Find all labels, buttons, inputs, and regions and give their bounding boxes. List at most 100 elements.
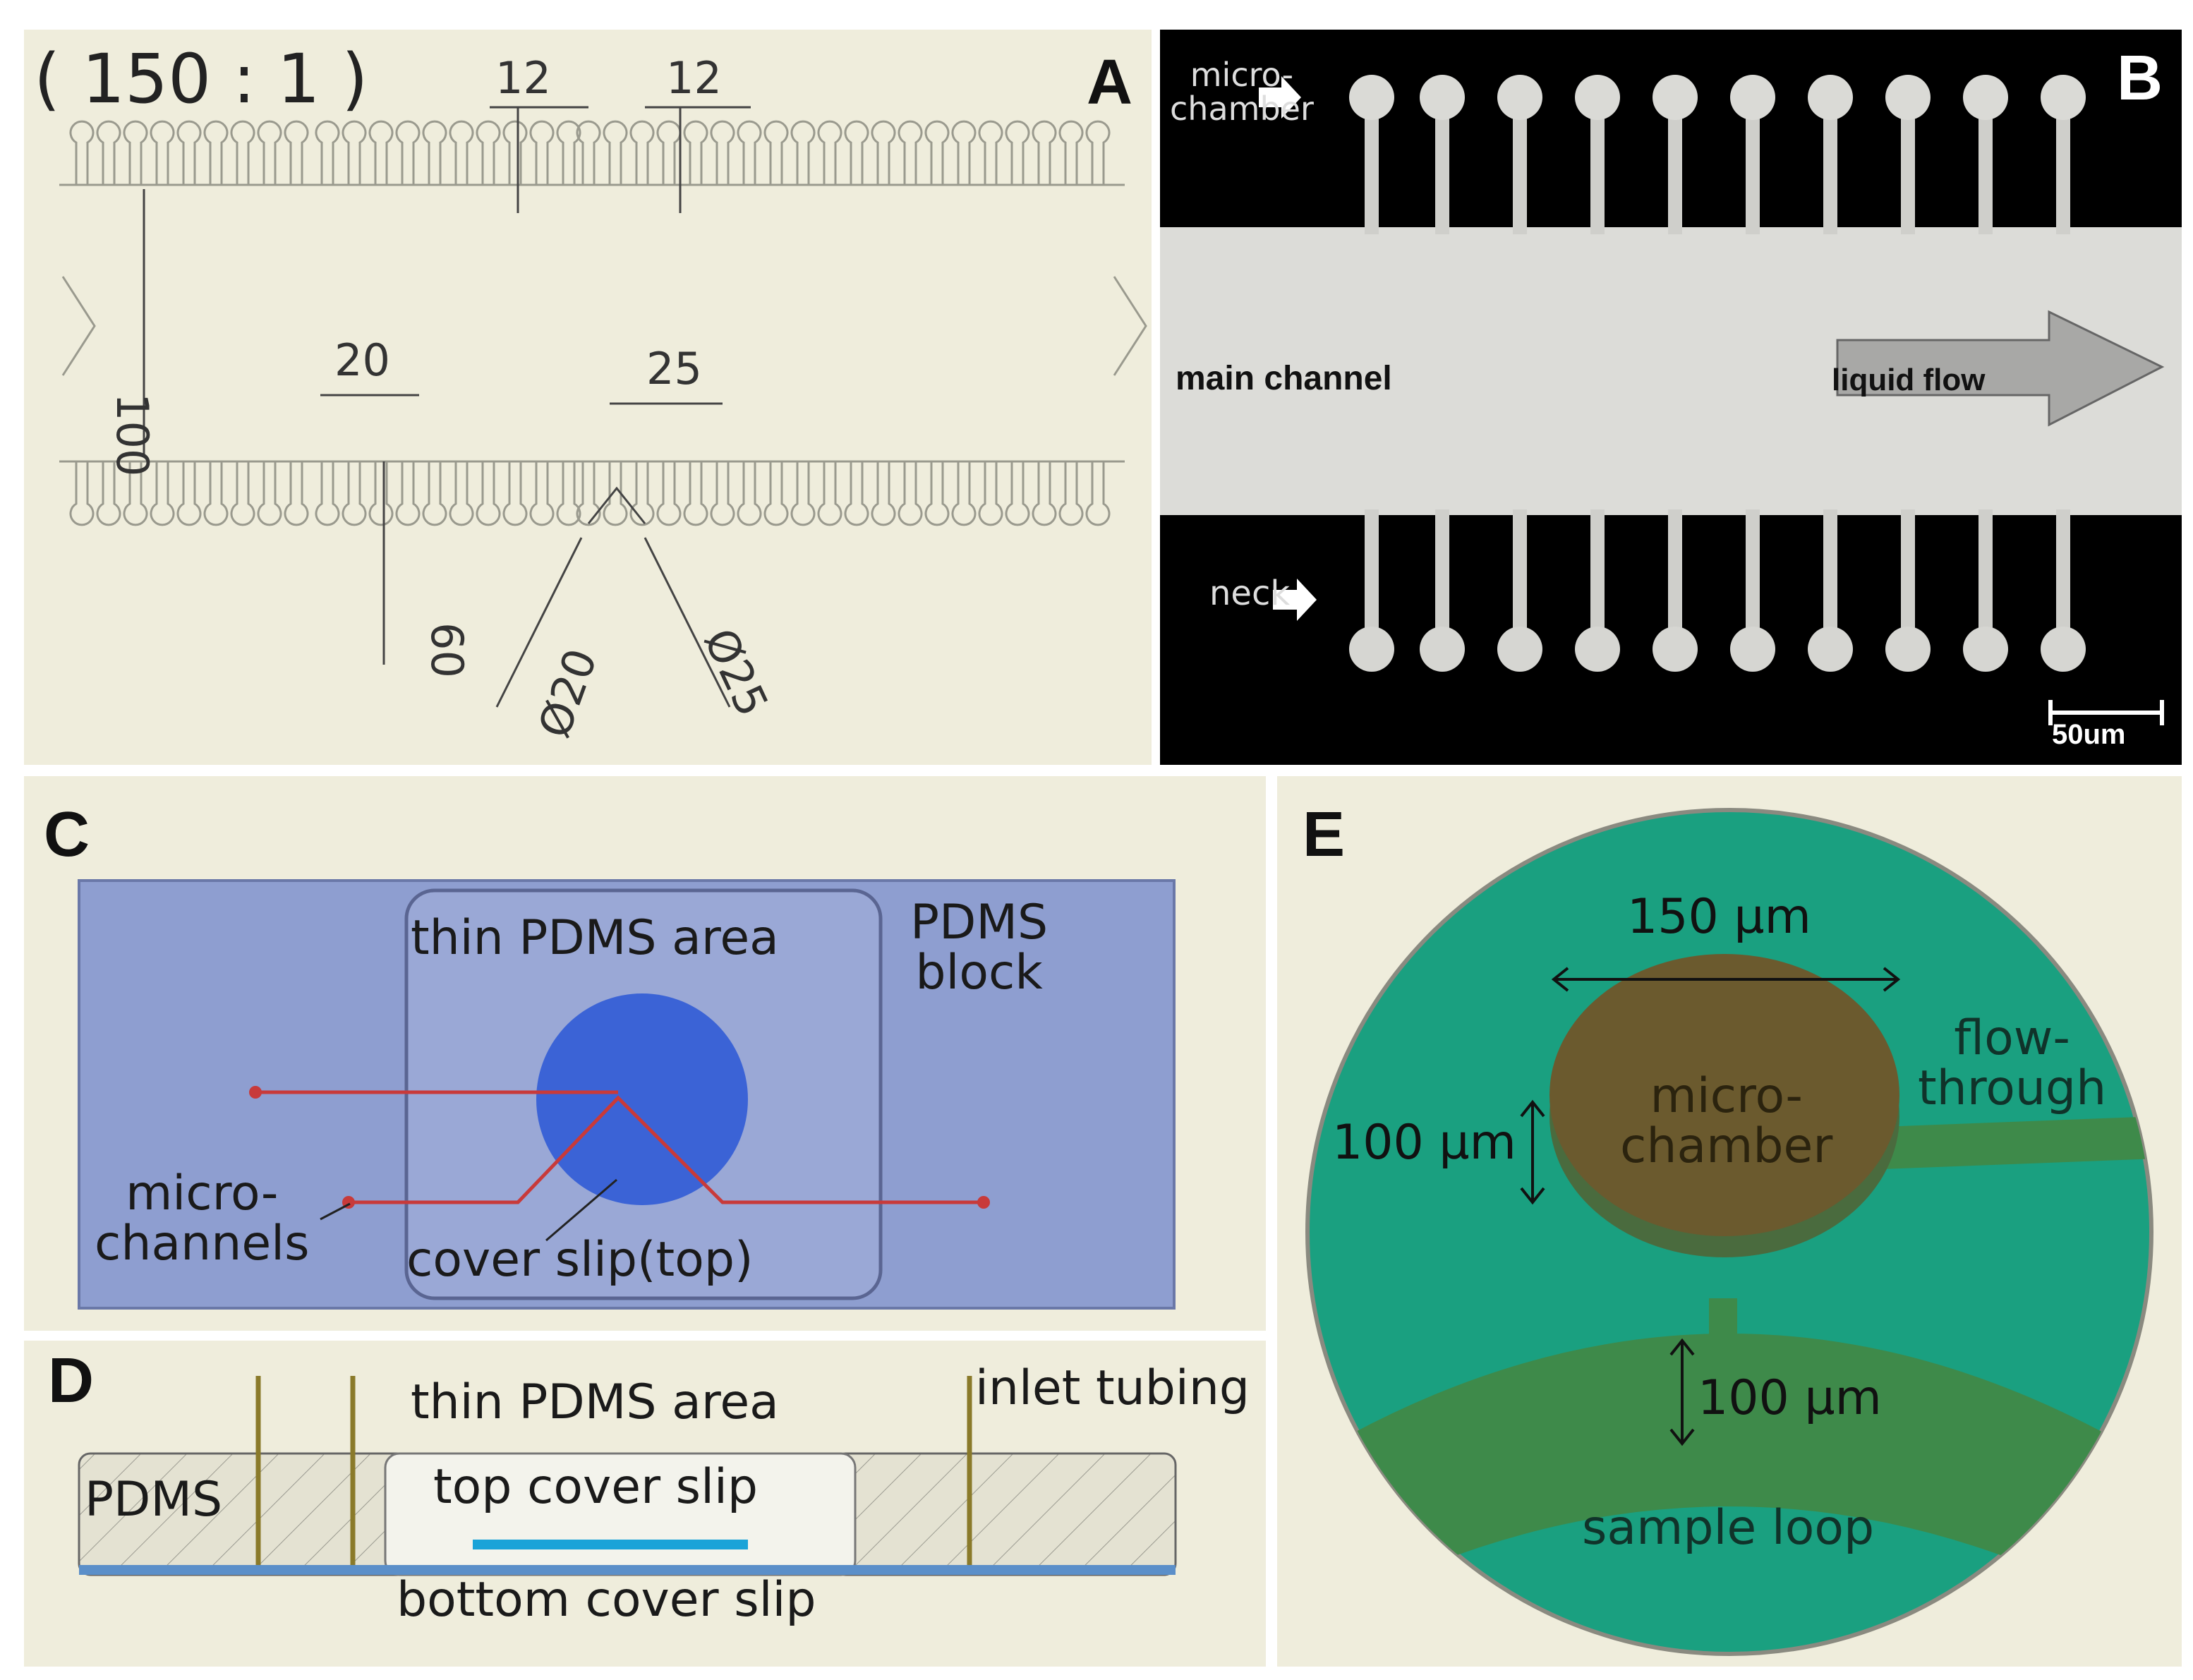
microchamber-bottom xyxy=(2041,627,2086,672)
panel-b-label: B xyxy=(2117,43,2163,114)
device-cross-section xyxy=(78,1376,1177,1576)
thin-pdms-area-label: thin PDMS area xyxy=(411,910,779,966)
pdms-right xyxy=(833,1452,1177,1576)
arrow-150-right xyxy=(1883,967,1901,992)
connecting-neck xyxy=(1709,1298,1737,1390)
panel-c-label: C xyxy=(44,799,90,870)
dim-neck-top-2: 12 xyxy=(666,52,722,104)
height-dimension-label: 100 µm xyxy=(1332,1115,1516,1171)
channel-walls xyxy=(59,183,1125,463)
panel-e-label: E xyxy=(1303,799,1346,870)
pdms-label: PDMS xyxy=(85,1472,223,1528)
neck-bottom xyxy=(1746,509,1760,636)
top-cover-slip-label: top cover slip xyxy=(433,1459,759,1515)
microchamber-top xyxy=(1497,75,1542,120)
microchamber-bottom xyxy=(1349,627,1394,672)
dim-channel-height: 100 xyxy=(107,393,158,477)
dim-neck-width-25: 25 xyxy=(646,343,702,394)
dim-neck-width-20: 20 xyxy=(334,334,390,386)
neck-bottom xyxy=(1978,509,1993,636)
neck-pointer-arrow xyxy=(1273,579,1317,621)
arrow-loop-top xyxy=(1669,1338,1695,1356)
arrow-loop-bottom xyxy=(1669,1428,1695,1446)
pdms-block-label: PDMS block xyxy=(910,895,1049,1001)
top-cover-slip xyxy=(473,1540,748,1549)
leader-apex xyxy=(587,486,646,524)
panel-a-label: A xyxy=(1087,47,1132,118)
microchamber-top xyxy=(2041,75,2086,120)
liquid-flow-label: liquid flow xyxy=(1832,363,1986,397)
microchamber-3d-view xyxy=(1305,808,2153,1656)
arrow-100-bottom xyxy=(1520,1187,1545,1205)
panel-d-label: D xyxy=(48,1346,94,1416)
device-top-view xyxy=(78,879,1176,1310)
neck-top xyxy=(1513,114,1527,234)
microchamber-top xyxy=(1653,75,1698,120)
cover-slip-leader xyxy=(545,1178,617,1242)
panel-c: C thin PDMS area PDMS block micro- chann… xyxy=(24,776,1266,1331)
leader-20 xyxy=(495,537,583,708)
neck-bottom xyxy=(1668,509,1682,636)
port-3 xyxy=(977,1196,990,1209)
panel-a: ( 150 : 1 ) A 12 12 20 25 100 60 Ø20 Ø25 xyxy=(24,30,1152,765)
microchannels-leader xyxy=(320,1202,351,1221)
microchamber-bottom xyxy=(1808,627,1853,672)
micrograph xyxy=(1160,75,2182,725)
arrow-100-top xyxy=(1520,1099,1545,1118)
liquid-flow-arrow xyxy=(1836,310,2165,427)
panel-b: B micro- chamber main channel liquid flo… xyxy=(1160,30,2182,765)
microchamber-bottom xyxy=(1497,627,1542,672)
clipped-content xyxy=(1307,1115,2151,1654)
neck-bottom xyxy=(1590,509,1605,636)
microchamber-bottom xyxy=(1885,627,1931,672)
neck-bottom xyxy=(1901,509,1915,636)
port-1 xyxy=(249,1086,262,1099)
flow-through-label: flow- through xyxy=(1918,1010,2107,1117)
sample-loop xyxy=(1307,1334,2151,1654)
bottom-chamber-array xyxy=(69,460,581,526)
cover-slip-top xyxy=(536,993,748,1205)
microchamber-top xyxy=(1963,75,2008,120)
neck-top xyxy=(1590,114,1605,234)
microchannels-label: micro- channels xyxy=(95,1166,310,1272)
sample-loop-label: sample loop xyxy=(1582,1500,1875,1556)
break-line-left xyxy=(61,276,96,376)
microchamber-bottom xyxy=(1420,627,1465,672)
neck-bottom xyxy=(1513,509,1527,636)
dim-neck-top-1: 12 xyxy=(495,52,551,104)
neck-top xyxy=(1365,114,1379,234)
neck-bottom xyxy=(1435,509,1449,636)
microchamber-bottom xyxy=(1963,627,2008,672)
flow-through-channel xyxy=(1828,1115,2151,1171)
panel-e: E 150 µm 100 µm micro- chamber flow- thr… xyxy=(1277,776,2182,1667)
neck-top xyxy=(2056,114,2070,234)
top-chamber-array xyxy=(69,120,581,186)
arrow-150-left xyxy=(1551,967,1569,992)
microchamber-pointer-arrow xyxy=(1259,76,1301,119)
microchamber-top xyxy=(1730,75,1775,120)
neck-top xyxy=(1746,114,1760,234)
neck-bottom xyxy=(2056,509,2070,636)
loop-dimension-label: 100 µm xyxy=(1698,1370,1882,1426)
microchamber-label-e: micro- chamber xyxy=(1620,1068,1833,1175)
main-channel-label: main channel xyxy=(1176,360,1392,397)
neck-top xyxy=(1978,114,1993,234)
neck-top xyxy=(1823,114,1837,234)
microchamber-label: micro- chamber xyxy=(1170,56,1314,128)
dim-neck-length: 60 xyxy=(421,622,473,678)
microchamber-top xyxy=(1885,75,1931,120)
neck-top xyxy=(1435,114,1449,234)
top-chamber-array-right xyxy=(576,120,1111,185)
width-dimension-label: 150 µm xyxy=(1627,889,1811,945)
scale-ratio-label: ( 150 : 1 ) xyxy=(34,40,368,119)
neck-top xyxy=(1901,114,1915,234)
microchamber-top xyxy=(1808,75,1853,120)
bottom-cover-slip-label: bottom cover slip xyxy=(397,1572,816,1628)
neck-label: neck xyxy=(1209,574,1291,613)
channel-design-drawing xyxy=(59,106,1147,708)
thin-pdms-area-label-d: thin PDMS area xyxy=(411,1374,779,1430)
microchannel-lower xyxy=(349,1095,984,1204)
neck-bottom xyxy=(1823,509,1837,636)
bottom-cover-slip xyxy=(79,1565,1176,1575)
leader-25 xyxy=(644,537,731,708)
